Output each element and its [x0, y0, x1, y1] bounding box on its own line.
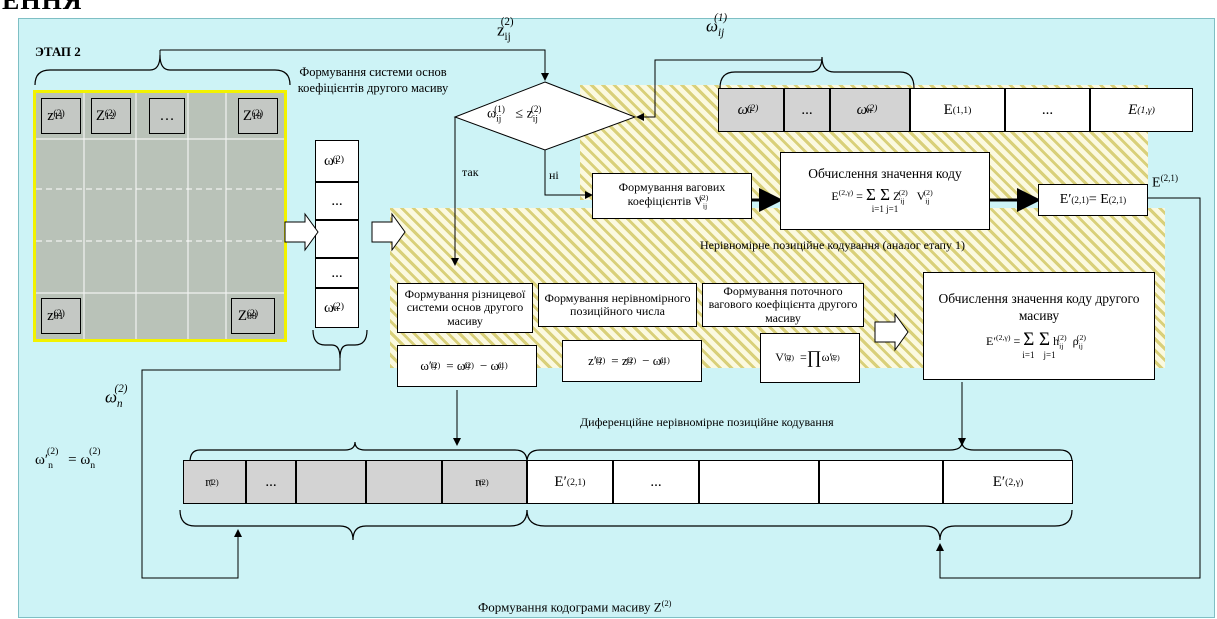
nonuniform-number-box: Формування нерівномірного позиційного чи…	[538, 283, 697, 327]
e21-right-label: E(2,1)	[1152, 173, 1178, 192]
top-row-e11: E(1,1)	[910, 88, 1005, 132]
top-row-ellipsis1: ...	[784, 88, 830, 132]
no-label: ні	[549, 168, 559, 183]
bottom-row-blank2	[366, 460, 442, 504]
current-weight-box: Формування поточного вагового коефіцієнт…	[702, 283, 864, 327]
e-prime-21-box: E′(2,1) = E(2,1)	[1038, 184, 1148, 216]
top-row-ellipsis2: ...	[1005, 88, 1090, 132]
bottom-row-e2g: E′(2,γ)	[943, 460, 1073, 504]
decision-text: ωij(1) ≤ zij(2)	[487, 104, 548, 123]
compute-code-box: Обчислення значення коду E(2,γ) = Σ Σ Zi…	[780, 152, 990, 230]
diff-coding-label: Диференційне нерівномірне позиційне коду…	[580, 415, 834, 430]
bottom-row-ellipsis2: ...	[613, 460, 699, 504]
compute-code2-box: Обчислення значення коду другого масиву …	[923, 272, 1155, 380]
bottom-row-e21: E′(2,1)	[527, 460, 613, 504]
omega-eq-left-label: ω′n(2) = ωn(2)	[35, 450, 107, 471]
bottom-row-blank4	[819, 460, 943, 504]
bottom-row-ellipsis1: ...	[246, 460, 296, 504]
diff-system-box: Формування різницевої системи основ друг…	[397, 283, 533, 333]
bottom-row-blank1	[296, 460, 366, 504]
v-prod-box: V′ij(2) = ∏ ω′ξ(2)	[760, 333, 860, 383]
z-ij-top-label: zij(2)	[497, 20, 524, 43]
yes-label: так	[462, 165, 479, 180]
omega-n-left-label: ωn(2)	[105, 387, 135, 410]
top-row-e1g: E(1,γ)	[1090, 88, 1193, 132]
codogram-label: Формування кодограми масиву Z(2)	[478, 598, 671, 615]
bottom-row-blank3	[699, 460, 819, 504]
nonuniform-coding-label: Нерівномірне позиційне кодування (аналог…	[700, 238, 965, 253]
omega-top-label: ωij(1)	[706, 16, 737, 39]
